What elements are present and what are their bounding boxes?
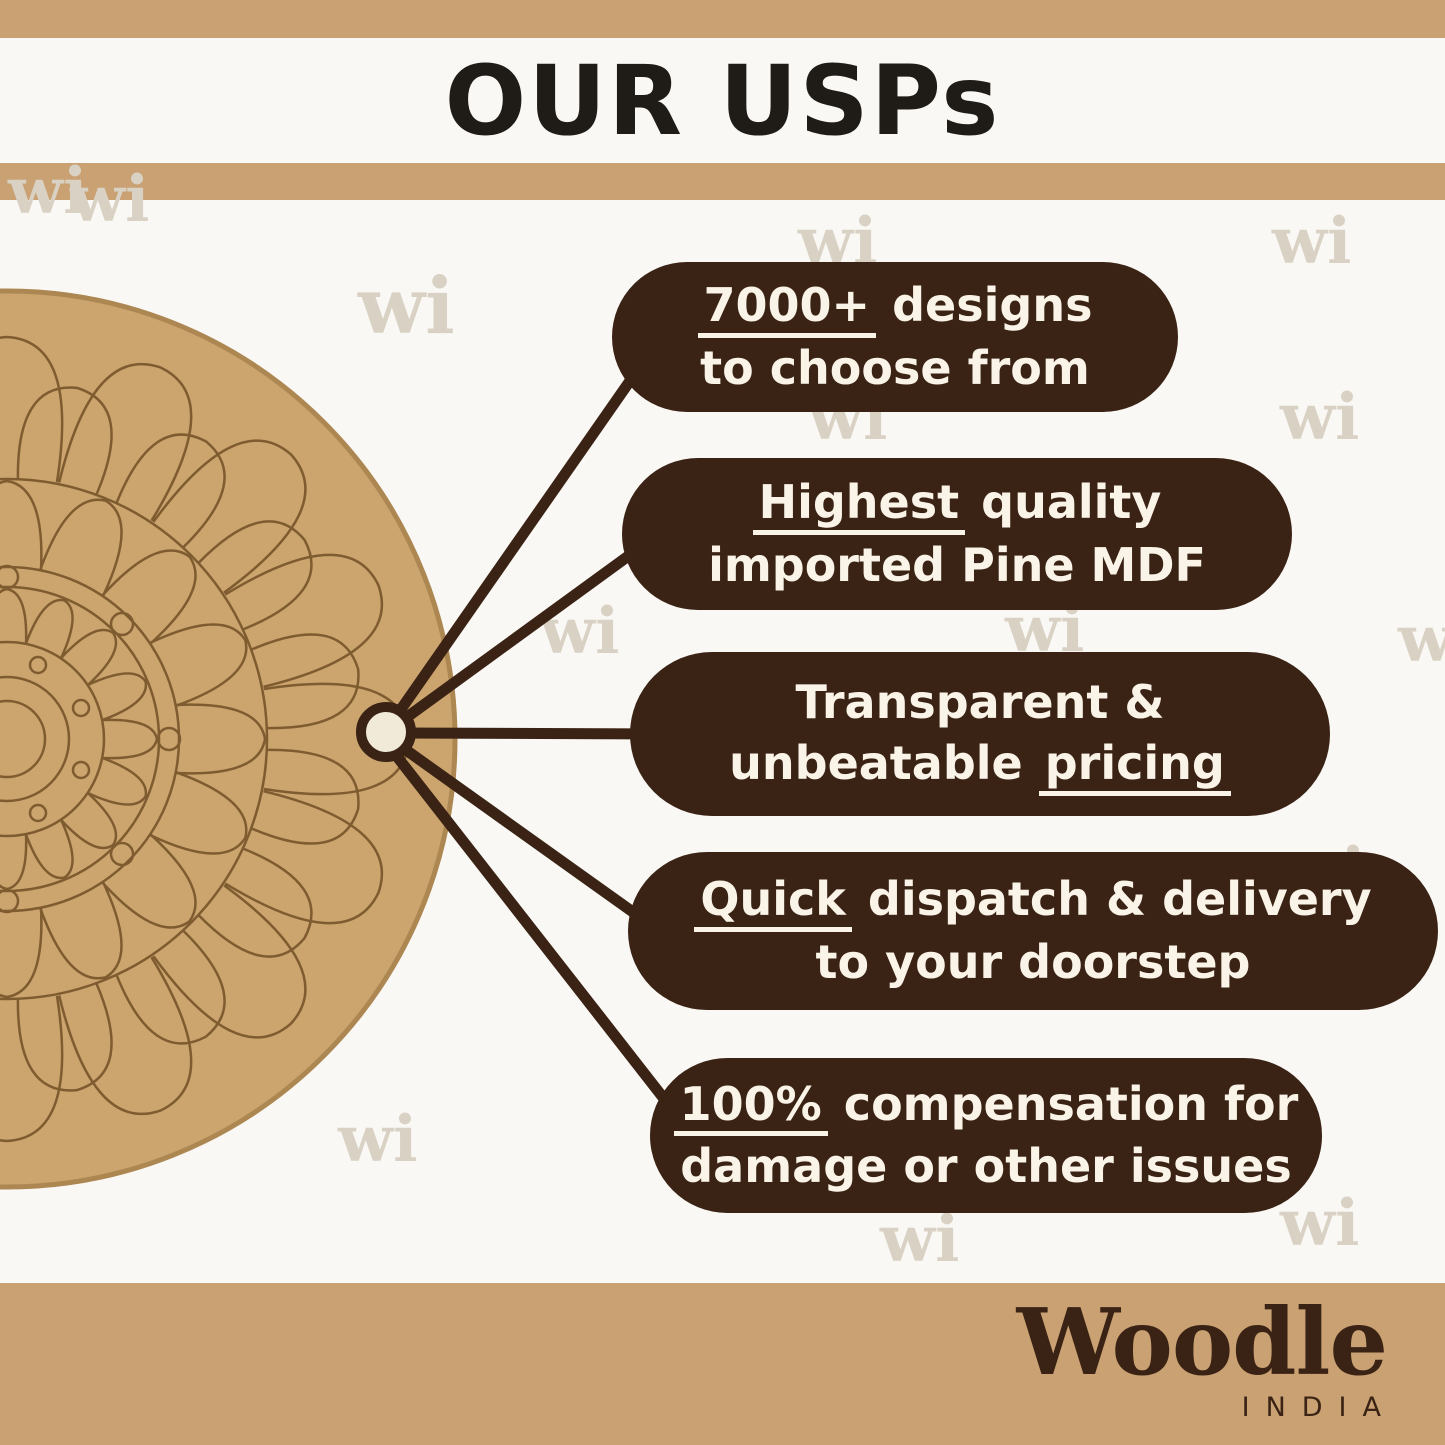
usp-pill-dispatch: Quick dispatch & delivery to your doorst… xyxy=(628,852,1438,1010)
usp-line: unbeatable pricing xyxy=(729,733,1231,796)
brand-watermark: wi xyxy=(1398,602,1445,677)
brand-watermark: wi xyxy=(8,154,88,229)
usp-pill-pricing: Transparent & unbeatable pricing xyxy=(630,652,1330,816)
usp-line: Highest quality xyxy=(752,472,1162,535)
brand-logo: Woodle INDIA xyxy=(1016,1288,1388,1423)
usp-line: to your doorstep xyxy=(816,932,1251,993)
usp-highlight: Highest xyxy=(752,477,966,535)
brand-watermark: wi xyxy=(1280,1186,1360,1261)
usp-line: Transparent & xyxy=(796,672,1165,733)
usp-text: unbeatable xyxy=(729,736,1039,791)
brand-country: INDIA xyxy=(1241,1392,1397,1423)
brand-watermark: wi xyxy=(358,261,455,352)
brand-name: Woodle xyxy=(1016,1288,1388,1396)
usp-text: to your doorstep xyxy=(815,934,1251,989)
page-title: OUR USPs xyxy=(444,44,1001,157)
top-band xyxy=(0,0,1445,38)
usp-line: 100% compensation for xyxy=(673,1074,1299,1137)
usp-text: damage or other issues xyxy=(680,1139,1292,1194)
usp-pill-quality: Highest quality imported Pine MDF xyxy=(622,458,1292,610)
usp-text: Transparent & xyxy=(795,675,1165,730)
usp-highlight: Quick xyxy=(694,874,852,932)
usp-text: imported Pine MDF xyxy=(708,537,1206,592)
brand-watermark: wi xyxy=(540,594,620,669)
header: OUR USPs xyxy=(0,38,1445,163)
usp-highlight: 100% xyxy=(673,1079,828,1137)
hub-node xyxy=(356,702,416,762)
usp-text: quality xyxy=(965,475,1162,530)
usp-pill-compensation: 100% compensation for damage or other is… xyxy=(650,1058,1322,1213)
usp-text: to choose from xyxy=(700,340,1090,395)
usp-line: damage or other issues xyxy=(680,1136,1291,1197)
usp-line: imported Pine MDF xyxy=(708,535,1206,596)
usp-pill-designs: 7000+ designs to choose from xyxy=(612,262,1178,412)
brand-watermark: wi xyxy=(1272,204,1352,279)
usp-highlight: pricing xyxy=(1038,738,1231,796)
usp-line: to choose from xyxy=(700,338,1090,399)
usp-text: compensation for xyxy=(827,1076,1299,1131)
usp-line: 7000+ designs xyxy=(697,275,1093,338)
usp-line: Quick dispatch & delivery xyxy=(694,869,1372,932)
brand-watermark: wi xyxy=(1280,380,1360,455)
usp-highlight: 7000+ xyxy=(697,280,877,338)
brand-watermark: wi xyxy=(70,162,150,237)
usp-text: dispatch & delivery xyxy=(851,872,1372,927)
brand-watermark: wi xyxy=(880,1202,960,1277)
header-divider-band xyxy=(0,163,1445,200)
usp-text: designs xyxy=(876,278,1093,333)
footer-band xyxy=(0,1283,1445,1445)
